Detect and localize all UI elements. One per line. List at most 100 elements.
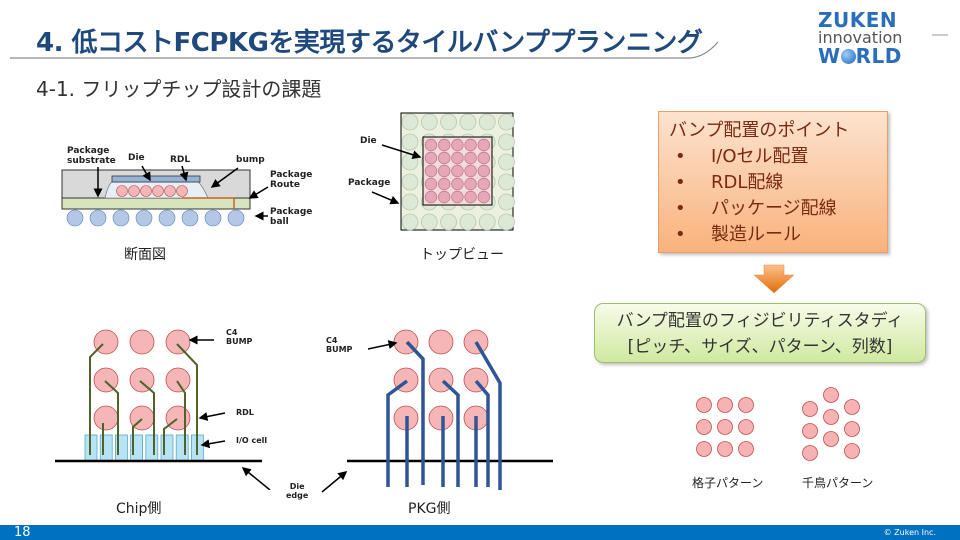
feasibility-line-2: [ピッチ、サイズ、パターン、列数]: [627, 337, 893, 357]
globe-icon: [840, 49, 856, 64]
die-bump: [451, 164, 464, 178]
bullet: •: [675, 172, 686, 193]
stagger-bump: [802, 423, 818, 439]
c4-bumps: [93, 329, 191, 431]
io-cell: [145, 434, 159, 462]
package-ball: [420, 213, 438, 231]
label-rdl: RDL: [170, 155, 191, 165]
die-edge-arrows: [321, 471, 348, 493]
grid-pattern-label: 格子パターン: [692, 476, 764, 490]
die-bump: [464, 164, 477, 178]
feasibility-line-1: バンプ配置のフィジビリティスタディ: [616, 311, 904, 331]
package-ball: [401, 113, 419, 131]
die-bump: [437, 190, 451, 204]
title-underline: [10, 34, 948, 59]
caption-chip-side: Chip側: [116, 501, 162, 517]
package-ball: [401, 133, 419, 151]
slide-subtitle: 4-1. フリップチップ設計の課題: [36, 77, 322, 101]
package-ball: [401, 213, 419, 231]
c4-bump: [129, 367, 155, 393]
label-die-top: Die: [360, 136, 377, 146]
grid-pattern: [696, 397, 754, 457]
package-ball: [498, 213, 515, 231]
label-io-cell: I/O cell: [236, 436, 268, 445]
label-package-ball: Package ball: [270, 207, 313, 228]
grid-bump: [696, 397, 712, 413]
package-ball: [459, 113, 477, 131]
die-bump: [451, 151, 464, 165]
package-ball: [401, 153, 419, 171]
label-rdl-chip: RDL: [236, 408, 254, 417]
top-view-diagram: [371, 112, 515, 231]
label-c4-bump-chip: C4 BUMP: [226, 328, 253, 347]
package-ball: [498, 173, 515, 191]
pkg-traces: [386, 340, 502, 490]
die-bump: [464, 138, 477, 152]
stagger-bump: [844, 421, 860, 437]
package-ball: [420, 113, 438, 131]
package-ball: [401, 173, 419, 191]
die: [111, 175, 201, 183]
bump-point-item: • 製造ルール: [669, 222, 887, 248]
footer-bar: [0, 525, 960, 540]
label-bump: bump: [236, 155, 265, 165]
die-bump: [424, 151, 438, 165]
package-route: [182, 197, 235, 209]
cross-section-arrows: [93, 165, 269, 221]
label-die-edge: Die edge: [286, 482, 309, 501]
stagger-pattern: [802, 387, 860, 461]
bullet: •: [675, 224, 686, 245]
die-bump: [451, 138, 464, 152]
die-bump: [437, 164, 451, 178]
die-bumps: [424, 138, 491, 204]
die-bump: [477, 177, 491, 191]
chip-side-diagram: [55, 329, 271, 490]
die-bump: [424, 177, 438, 191]
die-bump: [464, 177, 477, 191]
page-number: 18: [14, 525, 31, 540]
logo-line-2: innovation: [818, 28, 903, 47]
bullet: •: [675, 198, 686, 219]
die-bump: [477, 164, 491, 178]
stagger-bump: [802, 401, 818, 417]
grid-bump: [738, 397, 754, 413]
die-bump: [477, 190, 491, 204]
c4-bump: [428, 405, 454, 431]
stagger-bump: [844, 443, 860, 459]
die-bump: [437, 138, 451, 152]
c4-bump: [129, 329, 155, 355]
die-bump: [424, 190, 438, 204]
feasibility-study-box: バンプ配置のフィジビリティスタディ [ピッチ、サイズ、パターン、列数]: [594, 303, 926, 363]
io-cell: [160, 434, 174, 462]
stagger-bump: [823, 409, 839, 425]
package-ball: [440, 213, 457, 231]
bump-point-text: 製造ルール: [711, 224, 801, 245]
down-arrow-icon: [753, 264, 795, 294]
die-bump: [477, 138, 491, 152]
die-bump: [451, 177, 464, 191]
package-ball: [440, 113, 457, 131]
package-ball: [401, 193, 419, 211]
io-cell: [175, 434, 189, 462]
c4-bump: [428, 329, 454, 355]
c4-bump: [165, 329, 191, 355]
caption-pkg-side: PKG側: [408, 501, 451, 517]
c4-bump: [165, 405, 191, 431]
stagger-bump: [823, 431, 839, 447]
package-ball: [459, 213, 477, 231]
stagger-bump: [844, 399, 860, 415]
die-bump: [424, 164, 438, 178]
pkg-side-diagram: [347, 329, 553, 490]
grid-bump: [738, 441, 754, 457]
package-ball: [498, 133, 515, 151]
package-ball: [498, 193, 515, 211]
package-ball: [478, 113, 496, 131]
package-ball: [498, 113, 515, 131]
label-package-top: Package: [348, 178, 391, 188]
label-package-substrate: Package substrate: [67, 146, 116, 167]
logo-line-1: ZUKEN: [818, 8, 898, 32]
die-bump: [464, 190, 477, 204]
bump-point-text: RDL配線: [711, 172, 784, 193]
